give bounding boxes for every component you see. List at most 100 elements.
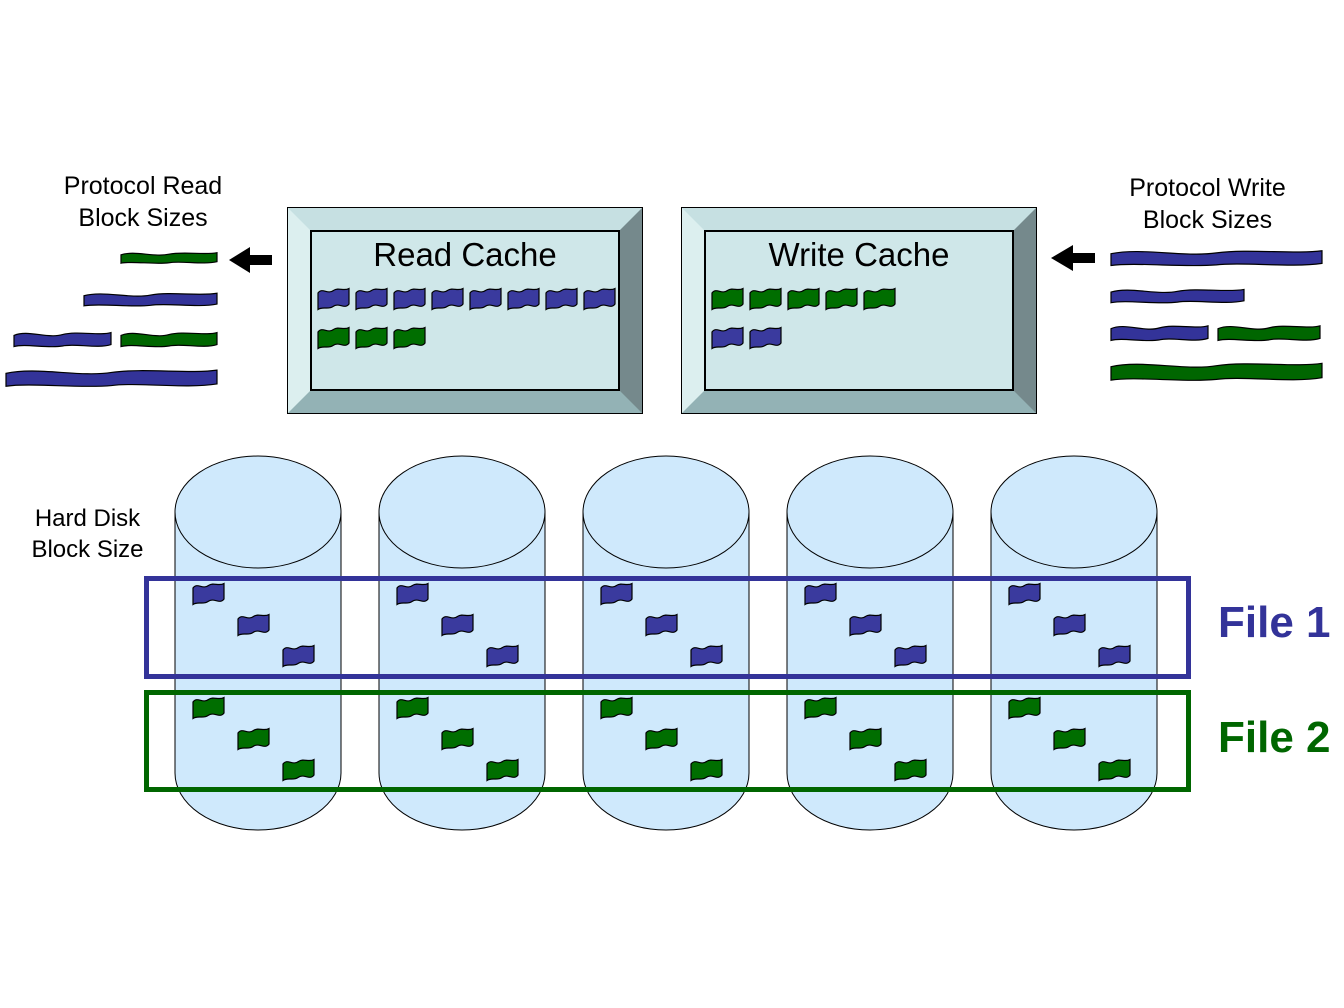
protocol-write-label-line2: Block Sizes — [1142, 206, 1273, 234]
protocol-write-label-line1: Protocol Write — [1129, 174, 1286, 202]
green-flag-icon — [894, 758, 927, 782]
blue-flag-icon — [431, 287, 464, 311]
green-flag-icon — [1008, 696, 1041, 720]
disk-file1-flag — [237, 612, 270, 638]
disk-file1-flag — [1053, 612, 1086, 638]
blue-flag-icon — [583, 287, 616, 311]
green-flag-icon — [863, 287, 896, 311]
protocol-write-bar-row — [1110, 322, 1325, 343]
hard-disk-label-line2: Block Size — [31, 536, 144, 563]
green-flag-icon — [690, 758, 723, 782]
blue-flag-icon — [600, 582, 633, 606]
disk-file2-flag — [1008, 695, 1041, 721]
protocol-read-bar-row — [5, 329, 218, 349]
disk-file1-flag — [690, 643, 723, 669]
disk-file2-flag — [849, 726, 882, 752]
disk-file2-flag — [396, 695, 429, 721]
green-flag-icon — [441, 727, 474, 751]
green-flag-icon — [1098, 758, 1131, 782]
disk-file2-flag — [894, 757, 927, 783]
disk-file2-flag — [1098, 757, 1131, 783]
disk-file2-flag — [237, 726, 270, 752]
disk-file2-flag — [192, 695, 225, 721]
protocol-write-label: Protocol Write Block Sizes — [1085, 172, 1330, 236]
file1-label: File 1 — [1218, 598, 1331, 647]
green-flag-icon — [282, 758, 315, 782]
protocol-write-bar-row — [1110, 247, 1325, 268]
disk-file2-flag — [600, 695, 633, 721]
green-flag-icon — [849, 727, 882, 751]
hard-disk-label-line1: Hard Disk — [34, 505, 141, 532]
file1-band-rect — [144, 576, 1191, 679]
disk-file2-flag — [486, 757, 519, 783]
protocol-read-label-line2: Block Sizes — [78, 204, 208, 232]
protocol-read-bar-row — [5, 250, 218, 265]
write-cache-title: Write Cache — [768, 236, 950, 273]
green-flag-icon — [486, 758, 519, 782]
green-flag-icon — [396, 696, 429, 720]
green-flag-icon — [749, 287, 782, 311]
blue-flag-icon — [545, 287, 578, 311]
protocol-read-label-line1: Protocol Read — [63, 172, 223, 200]
blue-flag-icon — [469, 287, 502, 311]
green-flag-icon — [317, 326, 350, 350]
disk-file1-flag — [645, 612, 678, 638]
disk-file2-flag — [645, 726, 678, 752]
disk-file2-flag — [804, 695, 837, 721]
blue-block-bar — [1110, 250, 1323, 267]
green-flag-icon — [237, 727, 270, 751]
disk-file1-flag — [396, 581, 429, 607]
green-flag-icon — [393, 326, 426, 350]
green-block-bar — [1110, 362, 1323, 381]
blue-block-bar — [5, 369, 218, 388]
disk-file1-flag — [441, 612, 474, 638]
green-flag-icon — [825, 287, 858, 311]
hard-disk-cylinder — [582, 455, 750, 831]
green-block-bar — [1217, 324, 1321, 342]
green-flag-icon — [711, 287, 744, 311]
hard-disk-cylinder — [174, 455, 342, 831]
blue-flag-icon — [441, 613, 474, 637]
protocol-write-bar-row — [1110, 359, 1325, 383]
disk-file1-flag — [849, 612, 882, 638]
disk-file2-flag — [441, 726, 474, 752]
green-block-bar — [120, 331, 218, 348]
file2-label: File 2 — [1218, 713, 1331, 762]
blue-flag-icon — [282, 644, 315, 668]
green-flag-icon — [600, 696, 633, 720]
blue-flag-icon — [1008, 582, 1041, 606]
blue-flag-icon — [690, 644, 723, 668]
blue-flag-icon — [1098, 644, 1131, 668]
blue-flag-icon — [645, 613, 678, 637]
green-flag-icon — [192, 696, 225, 720]
read-cache-title: Read Cache — [373, 236, 557, 273]
green-flag-icon — [355, 326, 388, 350]
write-direction-arrow-icon — [1051, 245, 1095, 271]
read-direction-arrow-icon — [229, 247, 272, 273]
disk-file1-flag — [600, 581, 633, 607]
blue-flag-icon — [355, 287, 388, 311]
protocol-read-bar-row — [5, 290, 218, 308]
green-flag-icon — [645, 727, 678, 751]
blue-flag-icon — [507, 287, 540, 311]
write-cache-panel: Write Cache — [704, 230, 1014, 391]
blue-flag-icon — [849, 613, 882, 637]
disk-file1-flag — [282, 643, 315, 669]
hard-disk-label: Hard Disk Block Size — [5, 503, 170, 565]
protocol-read-bar-row — [5, 366, 218, 389]
blue-flag-icon — [894, 644, 927, 668]
disk-file1-flag — [192, 581, 225, 607]
blue-flag-icon — [192, 582, 225, 606]
blue-block-bar — [83, 292, 218, 307]
write-cache-box: Write Cache — [681, 207, 1037, 414]
green-flag-icon — [787, 287, 820, 311]
blue-flag-icon — [396, 582, 429, 606]
blue-flag-icon — [393, 287, 426, 311]
disk-file1-flag — [486, 643, 519, 669]
hard-disk-cylinder — [378, 455, 546, 831]
write-cache-flag-row-1 — [711, 286, 896, 312]
protocol-read-label: Protocol Read Block Sizes — [23, 170, 263, 234]
disk-file1-flag — [804, 581, 837, 607]
blue-block-bar — [1110, 324, 1209, 342]
disk-file2-flag — [282, 757, 315, 783]
